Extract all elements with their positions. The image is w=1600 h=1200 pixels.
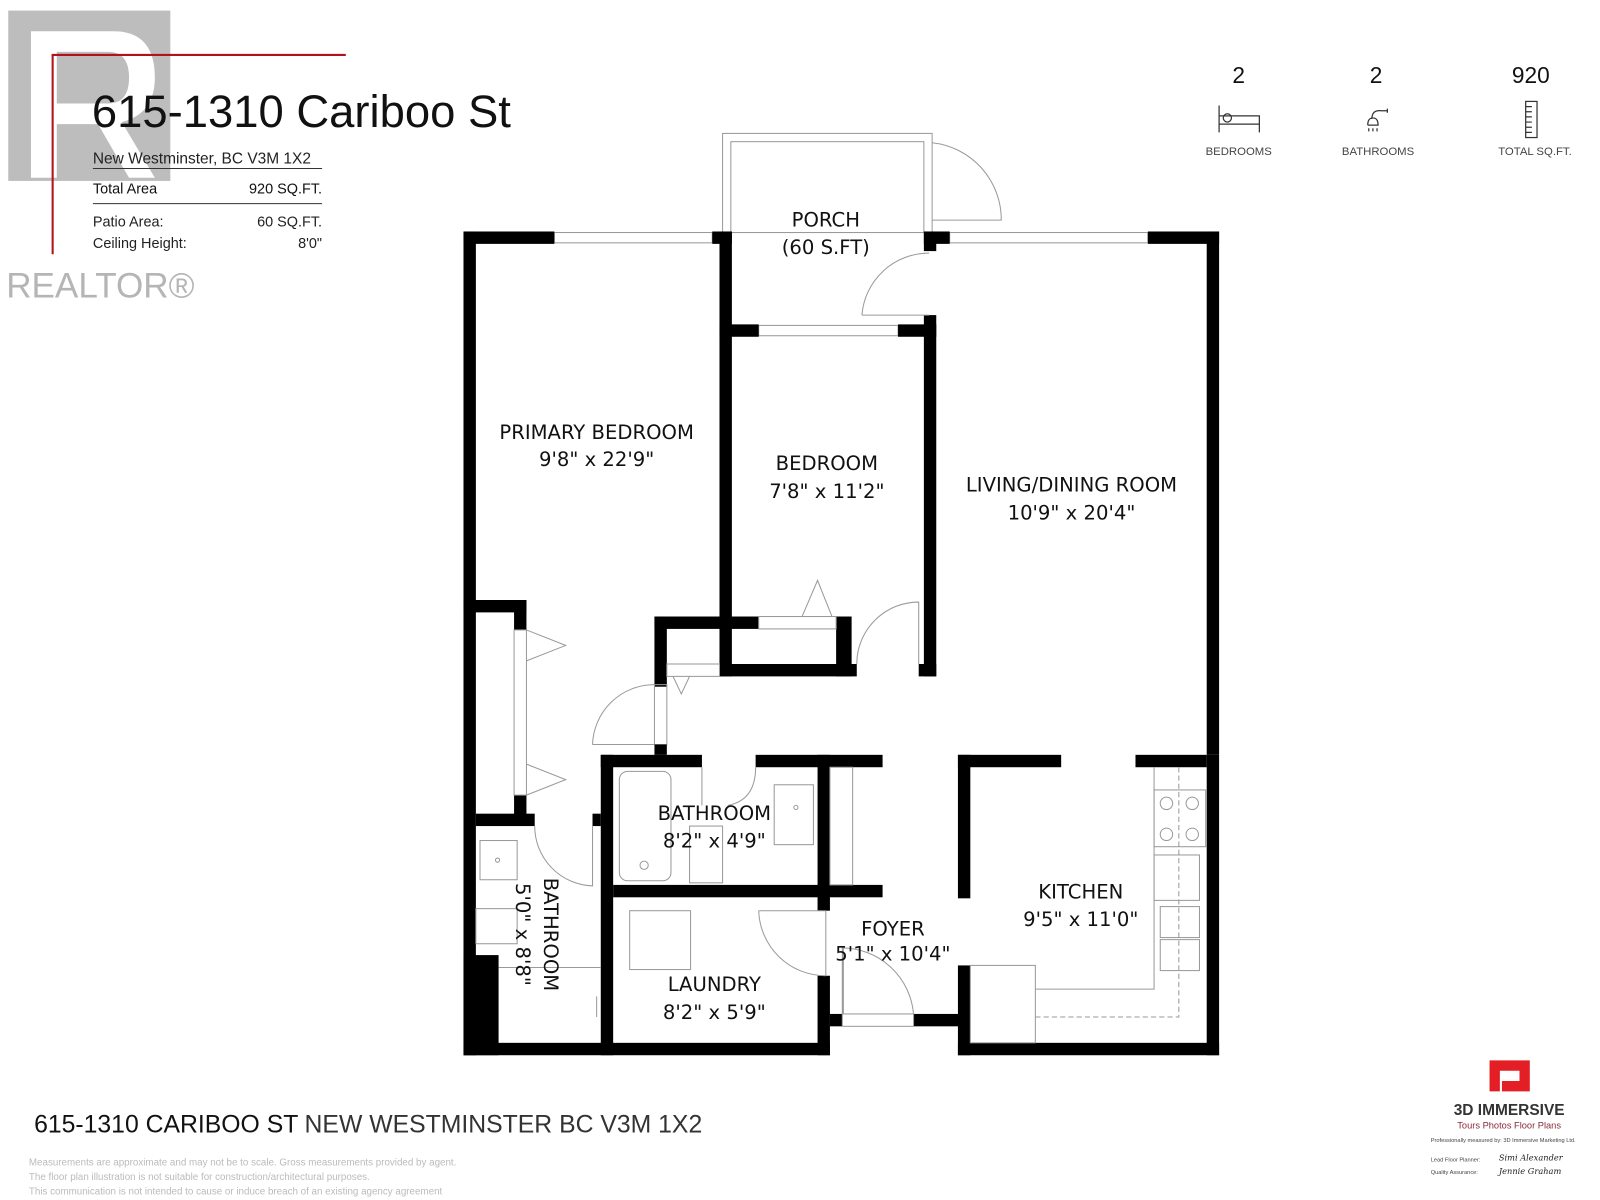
svg-text:KITCHEN: KITCHEN <box>1038 880 1123 903</box>
ceiling-label: Ceiling Height: <box>93 236 187 252</box>
svg-text:920: 920 <box>1512 62 1550 88</box>
svg-text:LIVING/DINING ROOM: LIVING/DINING ROOM <box>966 474 1177 497</box>
svg-text:LAUNDRY: LAUNDRY <box>668 973 762 996</box>
svg-text:2: 2 <box>1370 62 1383 88</box>
ruler-icon <box>1525 100 1538 139</box>
svg-text:(60 S.FT): (60 S.FT) <box>782 236 870 259</box>
svg-text:BEDROOM: BEDROOM <box>776 452 878 475</box>
svg-text:FOYER: FOYER <box>861 917 925 940</box>
room-primary-bedroom: PRIMARY BEDROOM 9'8" x 22'9" <box>499 421 694 471</box>
svg-text:8'2" x 4'9": 8'2" x 4'9" <box>663 830 766 853</box>
svg-text:10'9" x 20'4": 10'9" x 20'4" <box>1008 501 1136 524</box>
svg-text:5'1" x 10'4": 5'1" x 10'4" <box>835 942 950 965</box>
shower-icon <box>1367 108 1388 132</box>
svg-text:5'0" x 8'8": 5'0" x 8'8" <box>511 883 534 986</box>
svg-text:9'8" x 22'9": 9'8" x 22'9" <box>539 448 654 471</box>
svg-text:7'8" x 11'2": 7'8" x 11'2" <box>769 480 884 503</box>
svg-text:2: 2 <box>1232 62 1245 88</box>
room-living-dining: LIVING/DINING ROOM 10'9" x 20'4" <box>966 474 1177 525</box>
patio-value: 60 SQ.FT. <box>257 214 322 230</box>
svg-text:BATHROOM: BATHROOM <box>539 878 562 991</box>
room-laundry: LAUNDRY 8'2" x 5'9" <box>663 973 766 1024</box>
svg-text:REALTOR®: REALTOR® <box>6 267 194 306</box>
floor-plan <box>463 132 1220 1056</box>
disclaimer-1: Measurements are approximate and may not… <box>29 1158 456 1169</box>
svg-text:9'5" x 11'0": 9'5" x 11'0" <box>1023 908 1138 931</box>
realtor-watermark: REALTOR® <box>6 10 195 306</box>
svg-text:Jennie Graham: Jennie Graham <box>1497 1166 1562 1176</box>
disclaimer-2: The floor plan illustration is not suita… <box>29 1172 370 1183</box>
svg-text:Quality Assurance:: Quality Assurance: <box>1431 1170 1479 1176</box>
svg-text:PORCH: PORCH <box>792 208 860 231</box>
room-bathroom-ensuite: BATHROOM 5'0" x 8'8" <box>511 878 562 991</box>
room-kitchen: KITCHEN 9'5" x 11'0" <box>1023 880 1138 931</box>
bed-icon <box>1218 105 1260 133</box>
brand-logo: 3D IMMERSIVE Tours Photos Floor Plans Pr… <box>1431 1060 1576 1176</box>
svg-text:3D IMMERSIVE: 3D IMMERSIVE <box>1454 1102 1565 1119</box>
disclaimer-3: This communication is not intended to ca… <box>29 1187 443 1198</box>
svg-text:PRIMARY BEDROOM: PRIMARY BEDROOM <box>499 421 694 444</box>
svg-text:Lead Floor Planner:: Lead Floor Planner: <box>1431 1158 1481 1164</box>
room-foyer: FOYER 5'1" x 10'4" <box>835 917 950 965</box>
stat-total-sqft: 920 TOTAL SQ.FT. <box>1498 62 1572 158</box>
porch-door <box>932 142 1002 221</box>
svg-text:8'2" x 5'9": 8'2" x 5'9" <box>663 1001 766 1024</box>
room-bathroom-main: BATHROOM 8'2" x 4'9" <box>658 802 771 853</box>
svg-text:Professionally measured by: 3D: Professionally measured by: 3D Immersive… <box>1431 1138 1576 1144</box>
total-area-value: 920 SQ.FT. <box>249 181 322 197</box>
room-porch: PORCH (60 S.FT) <box>782 208 870 259</box>
svg-text:TOTAL SQ.FT.: TOTAL SQ.FT. <box>1498 146 1572 158</box>
total-area-label: Total Area <box>93 181 158 197</box>
city-line: New Westminster, BC V3M 1X2 <box>93 150 311 167</box>
svg-text:Simi Alexander: Simi Alexander <box>1499 1153 1564 1163</box>
svg-text:BEDROOMS: BEDROOMS <box>1206 146 1273 158</box>
svg-text:BATHROOMS: BATHROOMS <box>1342 146 1415 158</box>
stat-bedrooms: 2 BEDROOMS <box>1206 62 1273 158</box>
stat-bathrooms: 2 BATHROOMS <box>1342 62 1415 158</box>
page-title: 615-1310 Cariboo St <box>92 86 511 137</box>
patio-label: Patio Area: <box>93 214 164 230</box>
svg-text:BATHROOM: BATHROOM <box>658 802 771 825</box>
svg-text:Tours Photos Floor Plans: Tours Photos Floor Plans <box>1457 1121 1561 1131</box>
ceiling-value: 8'0" <box>298 236 322 252</box>
logo-mark-icon <box>1489 1060 1530 1092</box>
room-bedroom: BEDROOM 7'8" x 11'2" <box>769 452 884 503</box>
